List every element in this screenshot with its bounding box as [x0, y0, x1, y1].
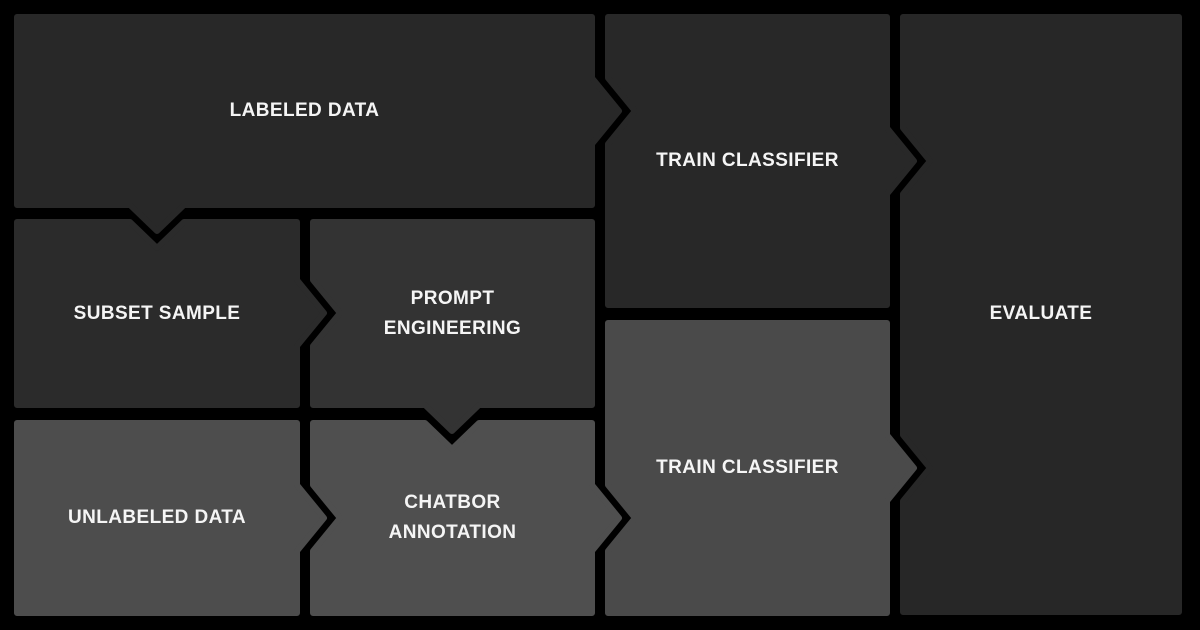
evaluate-piece [900, 14, 1182, 615]
prompt-engineering-piece [310, 219, 595, 434]
train-classifier-bottom-piece [605, 320, 917, 616]
chatbor-annotation-piece [310, 420, 622, 616]
train-classifier-top-piece [605, 14, 917, 308]
subset-sample-piece [14, 219, 327, 408]
labeled-data-piece [14, 14, 622, 234]
unlabeled-data-piece [14, 420, 327, 616]
